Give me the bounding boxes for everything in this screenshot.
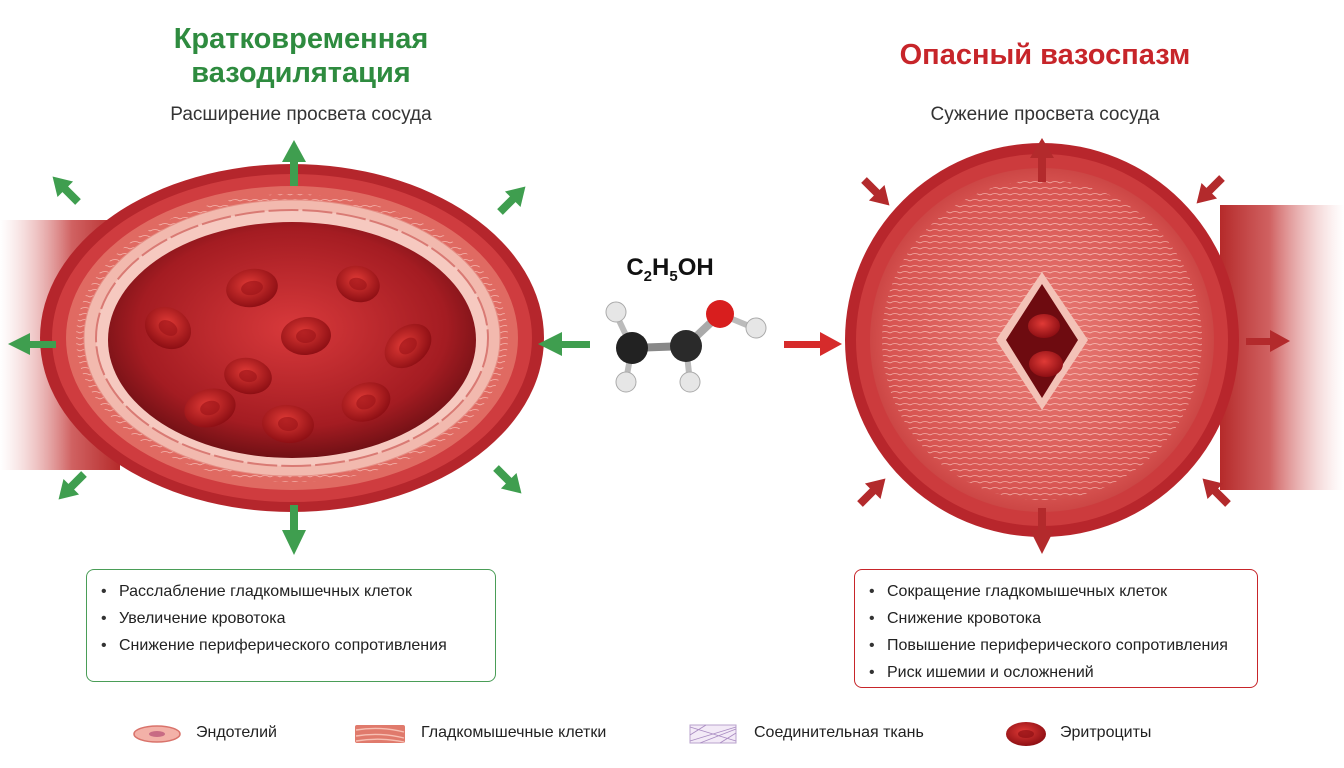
formula-h: H: [652, 254, 670, 281]
arrow-left-icon: [8, 333, 56, 355]
spasm-title: Опасный вазоспазм: [899, 39, 1191, 71]
formula-h-sub: 5: [669, 267, 678, 285]
dilation-effects-box: Расслабление гладкомышечных клеток Увели…: [86, 569, 496, 682]
dilation-arrows: [8, 140, 590, 555]
arrow-down-icon: [282, 505, 306, 555]
dilation-title-line2: вазодилятация: [191, 57, 411, 89]
vessel-tube-right: [1220, 205, 1344, 490]
legend-connective-tissue: Соединительная ткань: [754, 724, 924, 741]
arrow-up-icon: [282, 140, 306, 186]
arrow-top-icon: [1030, 138, 1054, 182]
spasm-subtitle: Сужение просвета сосуда: [930, 104, 1160, 125]
dilation-subtitle: Расширение просвета сосуда: [170, 104, 432, 125]
erythrocytes-left: [144, 265, 432, 444]
legend-smooth-muscle: Гладкомышечные клетки: [421, 724, 607, 741]
arrow-dr-icon: [493, 465, 522, 494]
dilated-vessel: [0, 164, 544, 512]
erythrocyte-icon: [1006, 722, 1046, 746]
list-item: Снижение кровотока: [867, 605, 1247, 632]
legend-erythrocytes: Эритроциты: [1060, 724, 1152, 741]
formula-c: C: [626, 254, 644, 281]
list-item: Риск ишемии и осложнений: [867, 659, 1247, 686]
arrow-in-dr-icon: [1202, 478, 1231, 507]
connective-tissue-icon: [689, 724, 737, 744]
endothelium-icon: [133, 725, 181, 743]
arrow-in-ur-icon: [1196, 175, 1225, 204]
spasm-arrows: [857, 138, 1290, 554]
dilation-title-line1: Кратковременная: [173, 23, 429, 55]
list-item: Повышение периферического сопротивления: [867, 632, 1247, 659]
vessel-lumen-narrow: [1006, 284, 1078, 398]
ethanol-molecule: [605, 300, 767, 393]
formula-c-sub: 2: [643, 267, 652, 285]
arrow-dl-icon: [58, 471, 87, 500]
list-item: Сокращение гладкомышечных клеток: [867, 578, 1247, 605]
ethanol-formula: C2H5OH: [600, 254, 740, 285]
arrow-right-icon: [1246, 330, 1290, 352]
arrow-ul-icon: [52, 176, 81, 205]
arrow-center-left-icon: [538, 332, 590, 356]
constricted-vessel: [845, 143, 1344, 537]
arrow-to-spasm-icon: [784, 332, 842, 356]
list-item: Увеличение кровотока: [99, 605, 485, 632]
list-item: Снижение периферического сопротивления: [99, 632, 485, 659]
arrow-in-ul-icon: [861, 177, 890, 206]
arrow-ur-icon: [497, 186, 526, 215]
list-item: Расслабление гладкомышечных клеток: [99, 578, 485, 605]
arrow-bottom-icon: [1030, 508, 1054, 554]
dilation-title: Кратковременная вазодилятация: [120, 22, 482, 90]
formula-oh: OH: [677, 254, 714, 281]
spasm-effects-box: Сокращение гладкомышечных клеток Снижени…: [854, 569, 1258, 688]
arrow-in-dl-icon: [857, 478, 886, 507]
smooth-muscle-icon: [355, 725, 405, 743]
legend-endothelium: Эндотелий: [196, 724, 277, 741]
